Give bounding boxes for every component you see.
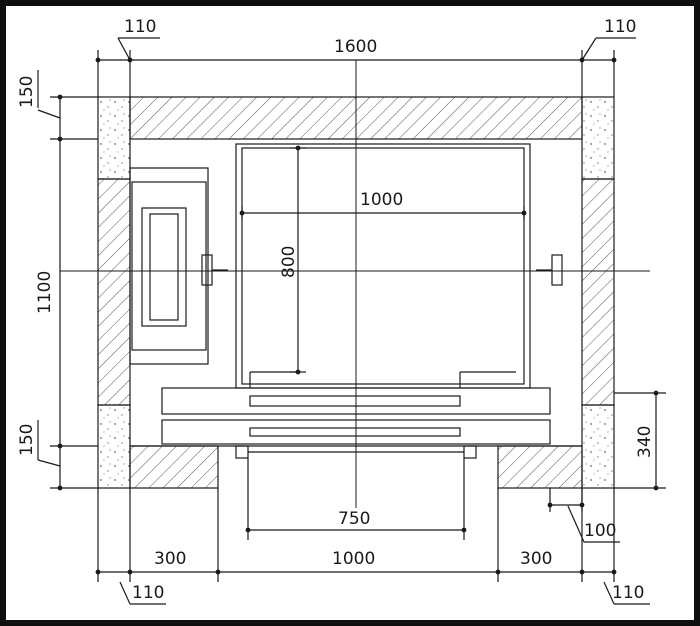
dim-door-opening: 750 [338, 509, 370, 529]
dim-cabin-depth: 800 [279, 246, 299, 278]
drawing-sheet: 1600 110 110 1100 150 150 1000 800 750 3… [6, 6, 694, 620]
guide-rail-left [201, 254, 228, 286]
column-top-left [97, 96, 131, 180]
bottom-wall-right [497, 445, 583, 489]
dim-top-left-wall: 110 [124, 17, 156, 37]
dim-right-sill: 340 [635, 426, 655, 458]
dim-bottom-right-wall: 110 [612, 583, 644, 603]
dim-bottom-right: 300 [520, 549, 552, 569]
dim-bottom-left: 300 [154, 549, 186, 569]
dim-top-overall: 1600 [334, 37, 377, 57]
elevator-shaft-plan: 1600 110 110 1100 150 150 1000 800 750 3… [17, 17, 666, 605]
right-wall [581, 178, 615, 406]
dim-left-bottom-wall: 150 [17, 424, 37, 456]
dim-left-overall: 1100 [35, 271, 55, 314]
dim-bottom-center: 1000 [332, 549, 375, 569]
column-top-right [581, 96, 615, 180]
column-bottom-right [581, 404, 615, 489]
guide-rail-right [536, 254, 563, 286]
dim-right-gap: 100 [584, 521, 616, 541]
left-wall [97, 178, 131, 406]
dim-left-top-wall: 150 [17, 76, 37, 108]
dimension-ticks [57, 57, 659, 575]
dim-bottom-left-wall: 110 [132, 583, 164, 603]
bottom-wall-left [129, 445, 219, 489]
dim-top-right-wall: 110 [604, 17, 636, 37]
column-bottom-left [97, 404, 131, 489]
counterweight [129, 167, 209, 365]
dim-cabin-width: 1000 [360, 190, 403, 210]
